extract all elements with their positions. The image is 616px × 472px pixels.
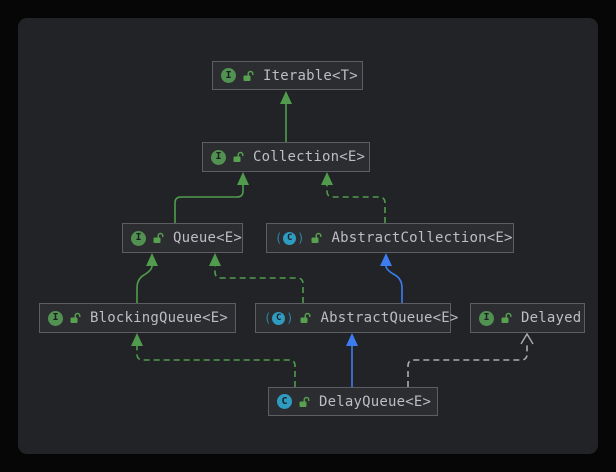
interface-icon: I xyxy=(479,310,494,326)
abstract-class-icon: ( C ) xyxy=(264,311,294,325)
node-abstract-collection[interactable]: ( C ) AbstractCollection<E> xyxy=(266,223,514,253)
public-lock-icon xyxy=(232,151,244,163)
node-delay-queue[interactable]: C DelayQueue<E> xyxy=(268,387,438,416)
public-lock-icon xyxy=(299,312,311,324)
public-lock-icon xyxy=(242,70,254,82)
interface-icon: I xyxy=(48,310,63,326)
public-lock-icon xyxy=(298,396,310,408)
node-queue[interactable]: I Queue<E> xyxy=(122,223,243,253)
interface-icon: I xyxy=(211,149,226,165)
abstract-class-icon: ( C ) xyxy=(275,231,305,245)
node-label: DelayQueue<E> xyxy=(319,393,432,410)
public-lock-icon xyxy=(152,232,164,244)
node-label: Delayed xyxy=(521,310,582,326)
class-icon: C xyxy=(277,394,292,409)
node-abstract-queue[interactable]: ( C ) AbstractQueue<E> xyxy=(255,303,458,333)
interface-icon: I xyxy=(131,230,146,246)
public-lock-icon xyxy=(69,312,81,324)
interface-icon: I xyxy=(221,68,236,83)
node-collection[interactable]: I Collection<E> xyxy=(202,142,370,172)
node-label: AbstractCollection<E> xyxy=(331,230,513,246)
node-label: Iterable<T> xyxy=(263,67,358,84)
public-lock-icon xyxy=(310,232,322,244)
node-iterable[interactable]: I Iterable<T> xyxy=(212,61,363,90)
node-label: Collection<E> xyxy=(253,149,366,165)
node-delayed[interactable]: I Delayed xyxy=(470,303,585,333)
public-lock-icon xyxy=(500,312,512,324)
node-label: BlockingQueue<E> xyxy=(90,310,229,326)
node-label: Queue<E> xyxy=(173,230,243,246)
node-blocking-queue[interactable]: I BlockingQueue<E> xyxy=(39,303,236,333)
node-label: AbstractQueue<E> xyxy=(320,310,459,326)
